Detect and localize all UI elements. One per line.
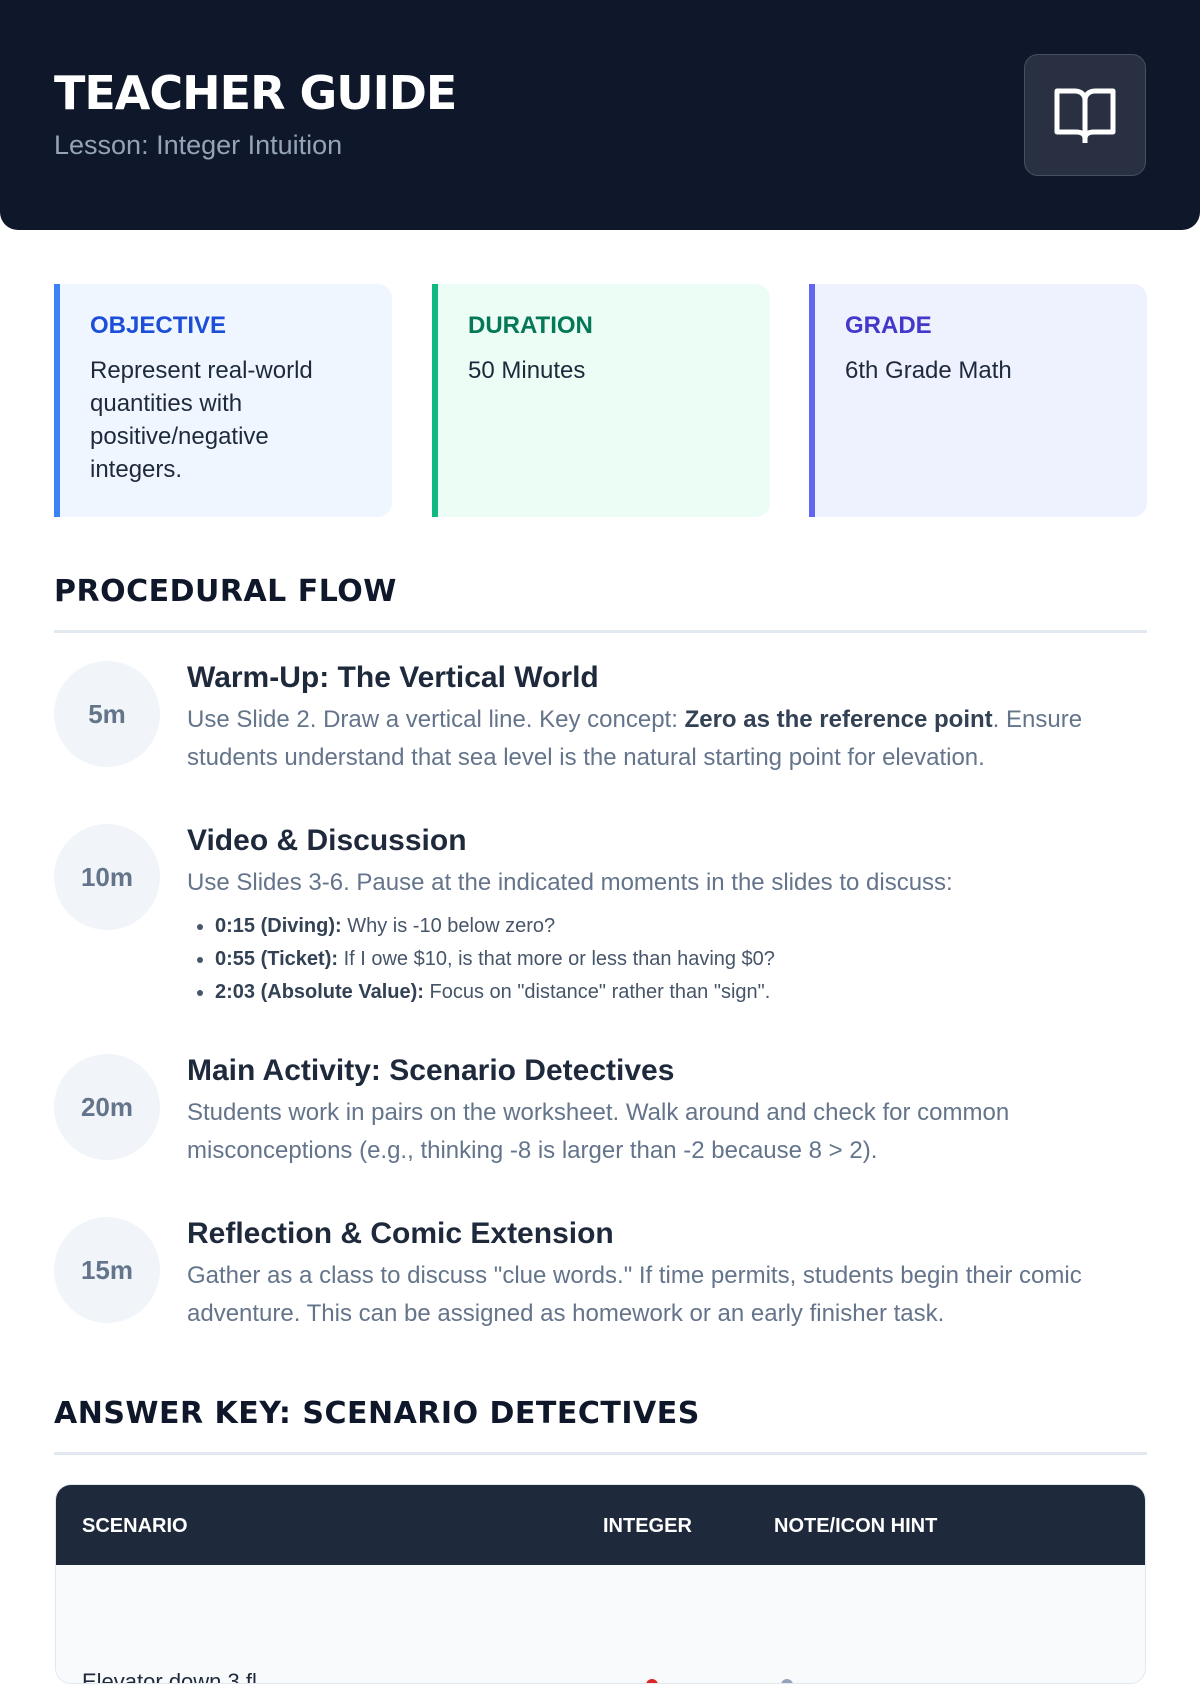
objective-card: OBJECTIVE Represent real-world quantitie… [54,284,392,517]
page-title: TEACHER GUIDE [54,66,457,120]
flow-step: 20m Main Activity: Scenario Detectives S… [54,1054,1154,1170]
column-header: NOTE/ICON HINT [774,1515,938,1537]
answer-key-table: SCENARIO INTEGER NOTE/ICON HINT Elevator… [55,1484,1146,1684]
list-item: 2:03 (Absolute Value): Focus on "distanc… [215,976,1154,1009]
integer-marker [646,1679,658,1683]
time-badge: 20m [54,1054,160,1160]
step-description: Students work in pairs on the worksheet.… [187,1099,1010,1164]
grade-card: GRADE 6th Grade Math [809,284,1147,517]
section-heading-flow: PROCEDURAL FLOW [54,574,397,609]
book-button[interactable] [1024,54,1146,176]
divider [54,630,1147,633]
page-header: TEACHER GUIDE Lesson: Integer Intuition [0,0,1200,230]
flow-step: 10m Video & Discussion Use Slides 3-6. P… [54,824,1154,1009]
card-value: Represent real-world quantities with pos… [90,357,313,483]
book-open-icon [1054,88,1116,143]
scenario-cell: Elevator down 3 fl [82,1669,257,1684]
step-title: Warm-Up: The Vertical World [187,661,599,694]
duration-card: DURATION 50 Minutes [432,284,770,517]
time-badge: 10m [54,824,160,930]
step-title: Main Activity: Scenario Detectives [187,1054,675,1087]
card-value: 50 Minutes [468,357,586,384]
table-row: Elevator down 3 fl [56,1565,1145,1684]
discussion-list: 0:15 (Diving): Why is -10 below zero? 0:… [187,910,1154,1009]
column-header: SCENARIO [82,1515,188,1537]
table-header: SCENARIO INTEGER NOTE/ICON HINT [56,1485,1145,1565]
card-label: OBJECTIVE [90,312,227,339]
step-description: Gather as a class to discuss "clue words… [187,1262,1082,1327]
card-value: 6th Grade Math [845,357,1012,384]
time-badge: 5m [54,661,160,767]
column-header: INTEGER [603,1515,692,1537]
section-heading-answer-key: ANSWER KEY: SCENARIO DETECTIVES [54,1396,700,1431]
list-item: 0:15 (Diving): Why is -10 below zero? [215,910,1154,943]
list-item: 0:55 (Ticket): If I owe $10, is that mor… [215,943,1154,976]
divider [54,1452,1147,1455]
card-label: DURATION [468,312,593,339]
step-description: Use Slide 2. Draw a vertical line. Key c… [187,706,1083,771]
flow-step: 5m Warm-Up: The Vertical World Use Slide… [54,661,1154,777]
step-description: Use Slides 3-6. Pause at the indicated m… [187,869,953,896]
lesson-subtitle: Lesson: Integer Intuition [54,130,343,160]
hint-marker [781,1679,793,1683]
step-title: Video & Discussion [187,824,467,857]
card-label: GRADE [845,312,932,339]
flow-step: 15m Reflection & Comic Extension Gather … [54,1217,1154,1333]
time-badge: 15m [54,1217,160,1323]
step-title: Reflection & Comic Extension [187,1217,614,1250]
